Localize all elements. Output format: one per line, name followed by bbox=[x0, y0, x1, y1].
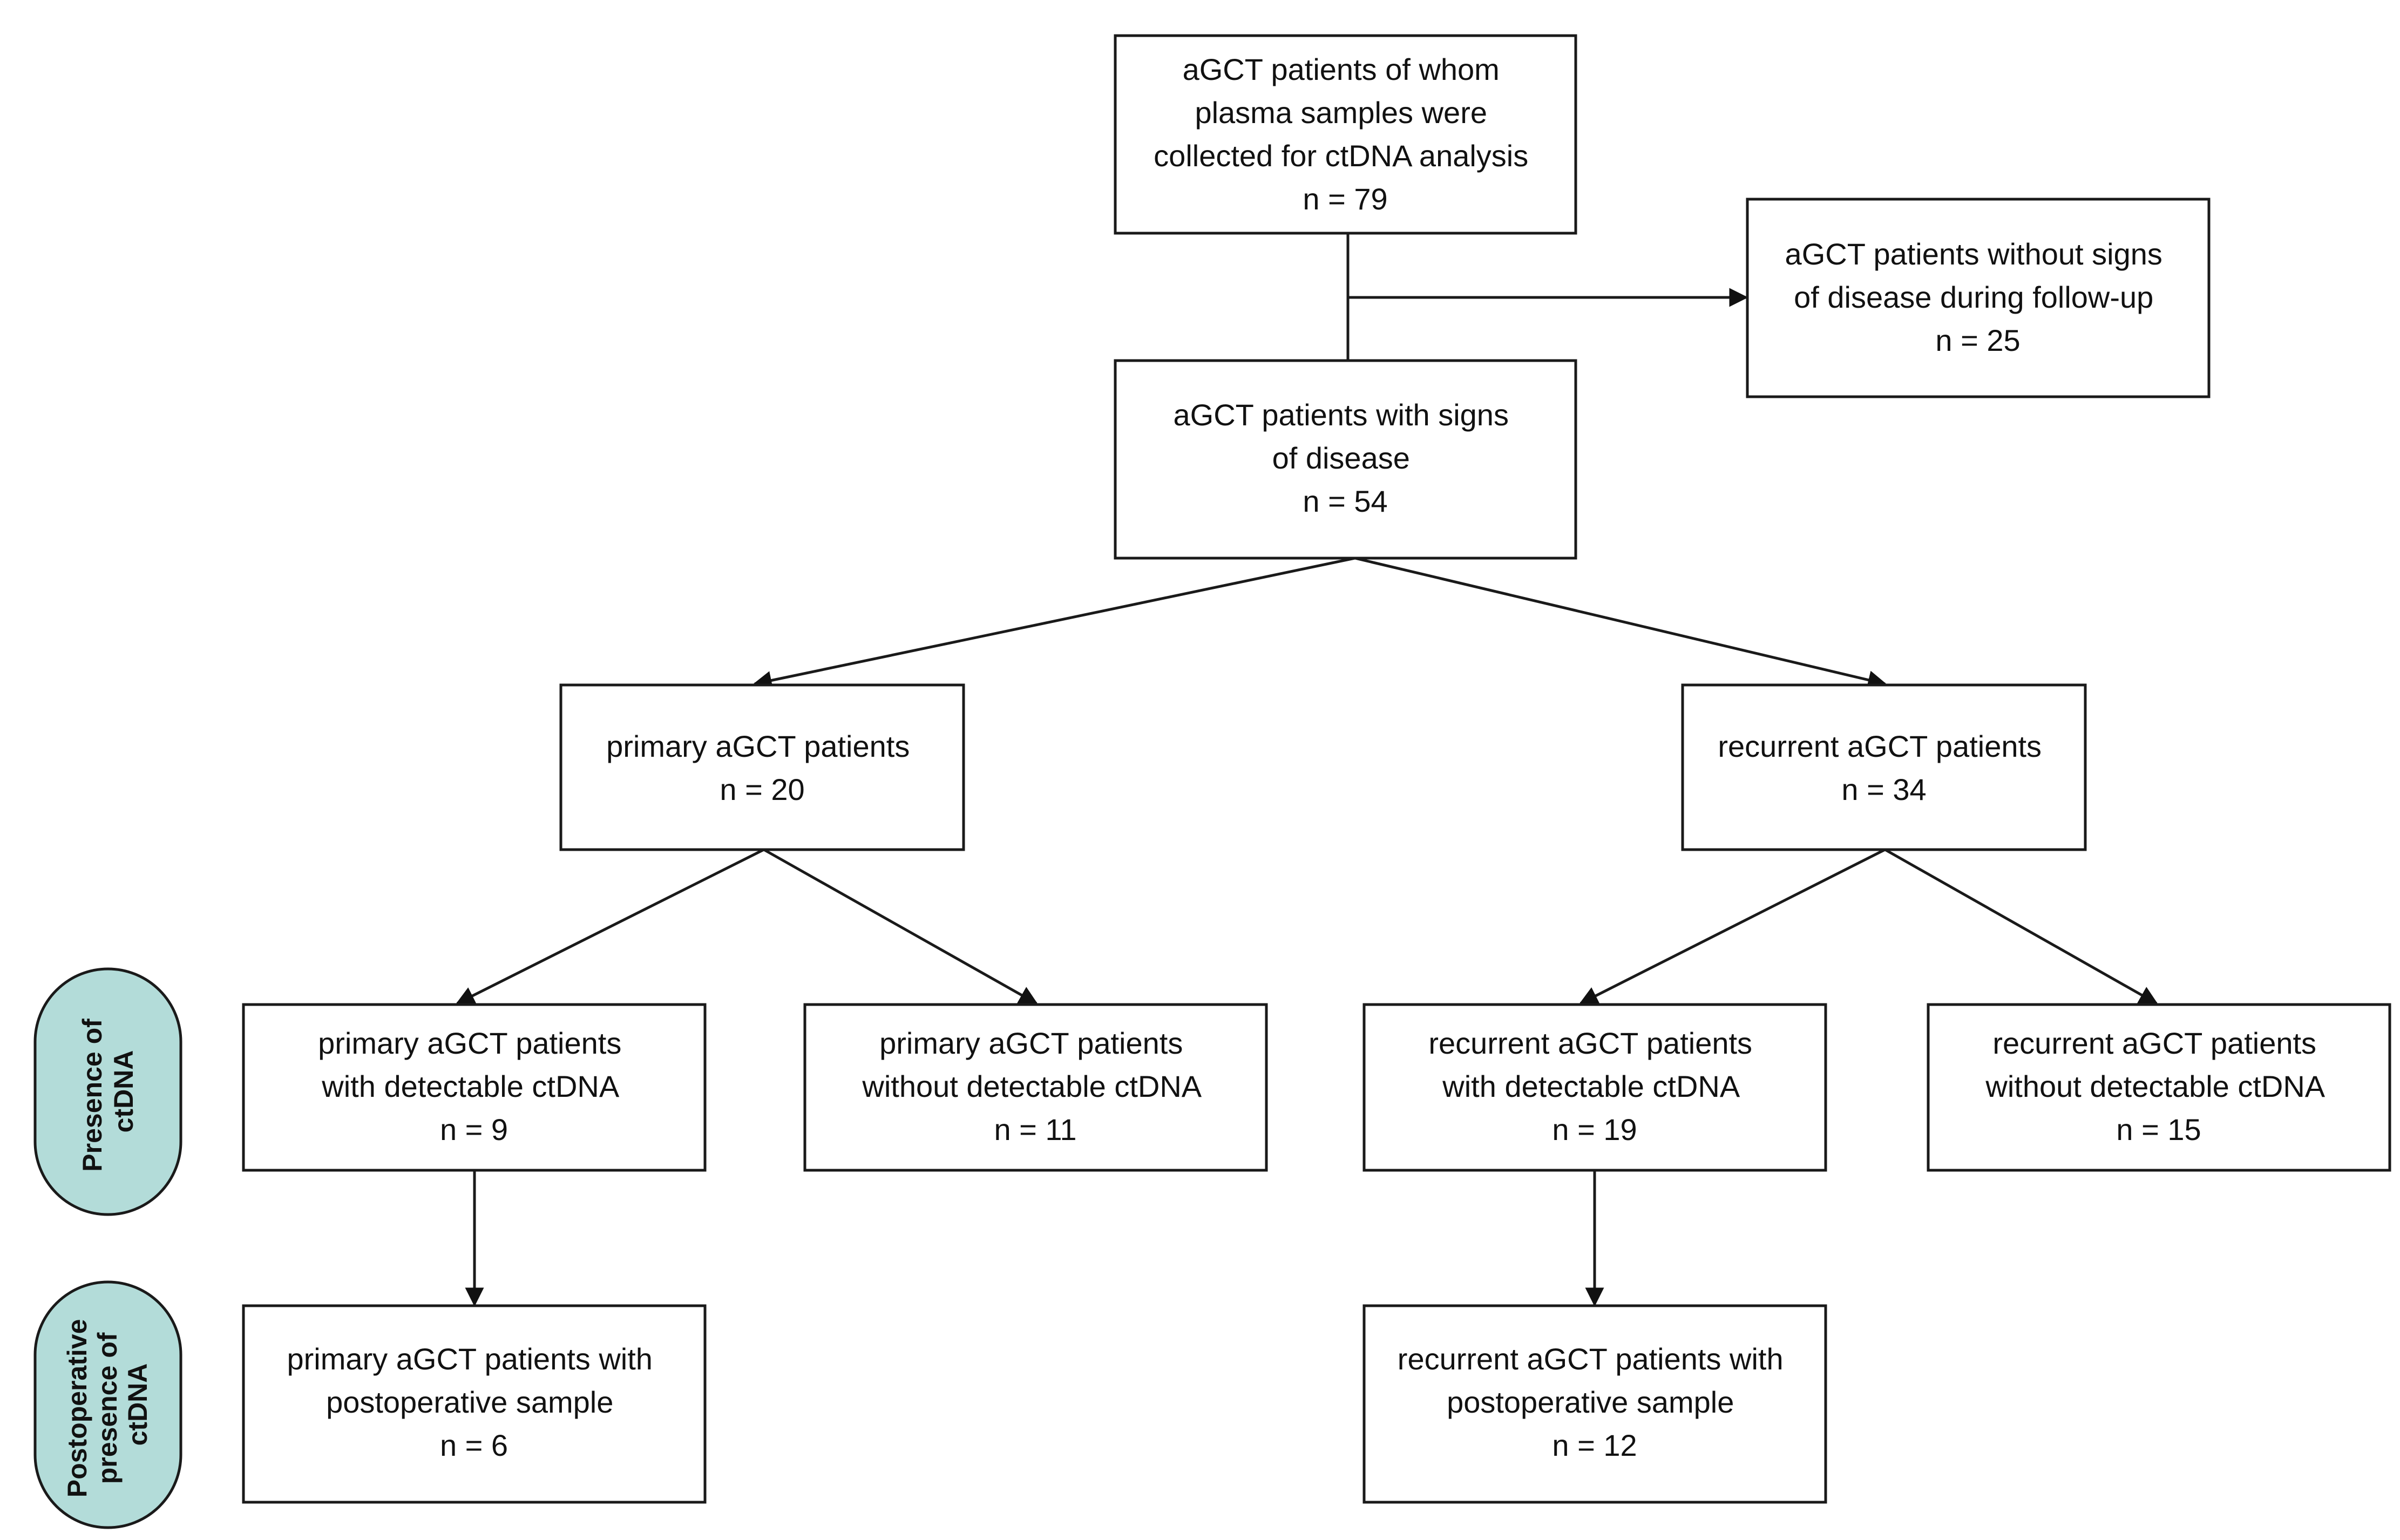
svg-text:primary aGCT patients with: primary aGCT patients with postoperative… bbox=[287, 1342, 661, 1462]
svg-text:recurrent aGCT patients with: recurrent aGCT patients with postoperati… bbox=[1398, 1342, 1792, 1462]
node-primary: primary aGCT patients n = 20 bbox=[559, 683, 965, 851]
node-primary-postop: primary aGCT patients with postoperative… bbox=[242, 1304, 707, 1504]
edge-primary-to-detectable bbox=[455, 848, 765, 1005]
edge-signs-to-recurrent bbox=[1354, 557, 1887, 689]
node-recurrent-undetectable: recurrent aGCT patients without detectab… bbox=[1927, 1003, 2391, 1172]
node-all-patients: aGCT patients of whom plasma samples wer… bbox=[1114, 34, 1577, 235]
node-no-signs: aGCT patients without signs of disease d… bbox=[1746, 198, 2211, 398]
side-label-postoperative-text: Postoperative presence of ctDNA bbox=[62, 1312, 153, 1498]
node-primary-detectable: primary aGCT patients with detectable ct… bbox=[242, 1003, 707, 1172]
svg-text:aGCT patients of whom pl: aGCT patients of whom plasma samples wer… bbox=[1154, 52, 1537, 216]
svg-text:aGCT patients with signs: aGCT patients with signs of disease n = … bbox=[1173, 398, 1517, 518]
node-recurrent-detectable: recurrent aGCT patients with detectable … bbox=[1362, 1003, 1827, 1172]
svg-text:primary aGCT patients wi: primary aGCT patients with detectable ct… bbox=[318, 1026, 630, 1146]
edge-primary-to-undetectable bbox=[763, 848, 1039, 1005]
svg-text:primary aGCT patients n: primary aGCT patients n = 20 bbox=[606, 729, 918, 806]
node-recurrent-postop: recurrent aGCT patients with postoperati… bbox=[1362, 1304, 1827, 1504]
svg-text:recurrent aGCT patients: recurrent aGCT patients without detectab… bbox=[1985, 1026, 2331, 1146]
edge-recurrent-to-undetectable bbox=[1884, 848, 2159, 1005]
side-label-postoperative: Postoperative presence of ctDNA bbox=[33, 1280, 182, 1529]
edges bbox=[455, 233, 2159, 1307]
edge-signs-to-primary bbox=[752, 557, 1355, 690]
node-with-signs: aGCT patients with signs of disease n = … bbox=[1114, 359, 1577, 560]
svg-text:aGCT patients without signs: aGCT patients without signs of disease d… bbox=[1785, 237, 2171, 357]
node-recurrent: recurrent aGCT patients n = 34 bbox=[1681, 683, 2087, 851]
node-primary-undetectable: primary aGCT patients without detectable… bbox=[803, 1003, 1268, 1172]
side-label-presence: Presence of ctDNA bbox=[33, 967, 182, 1216]
side-label-presence-text: Presence of ctDNA bbox=[77, 1011, 139, 1171]
svg-text:primary aGCT patients wi: primary aGCT patients without detectable… bbox=[862, 1026, 1208, 1146]
svg-text:recurrent aGCT patients: recurrent aGCT patients with detectable … bbox=[1428, 1026, 1760, 1146]
edge-recurrent-to-detectable bbox=[1578, 848, 1886, 1005]
svg-text:recurrent aGCT patients: recurrent aGCT patients n = 34 bbox=[1718, 729, 2050, 806]
